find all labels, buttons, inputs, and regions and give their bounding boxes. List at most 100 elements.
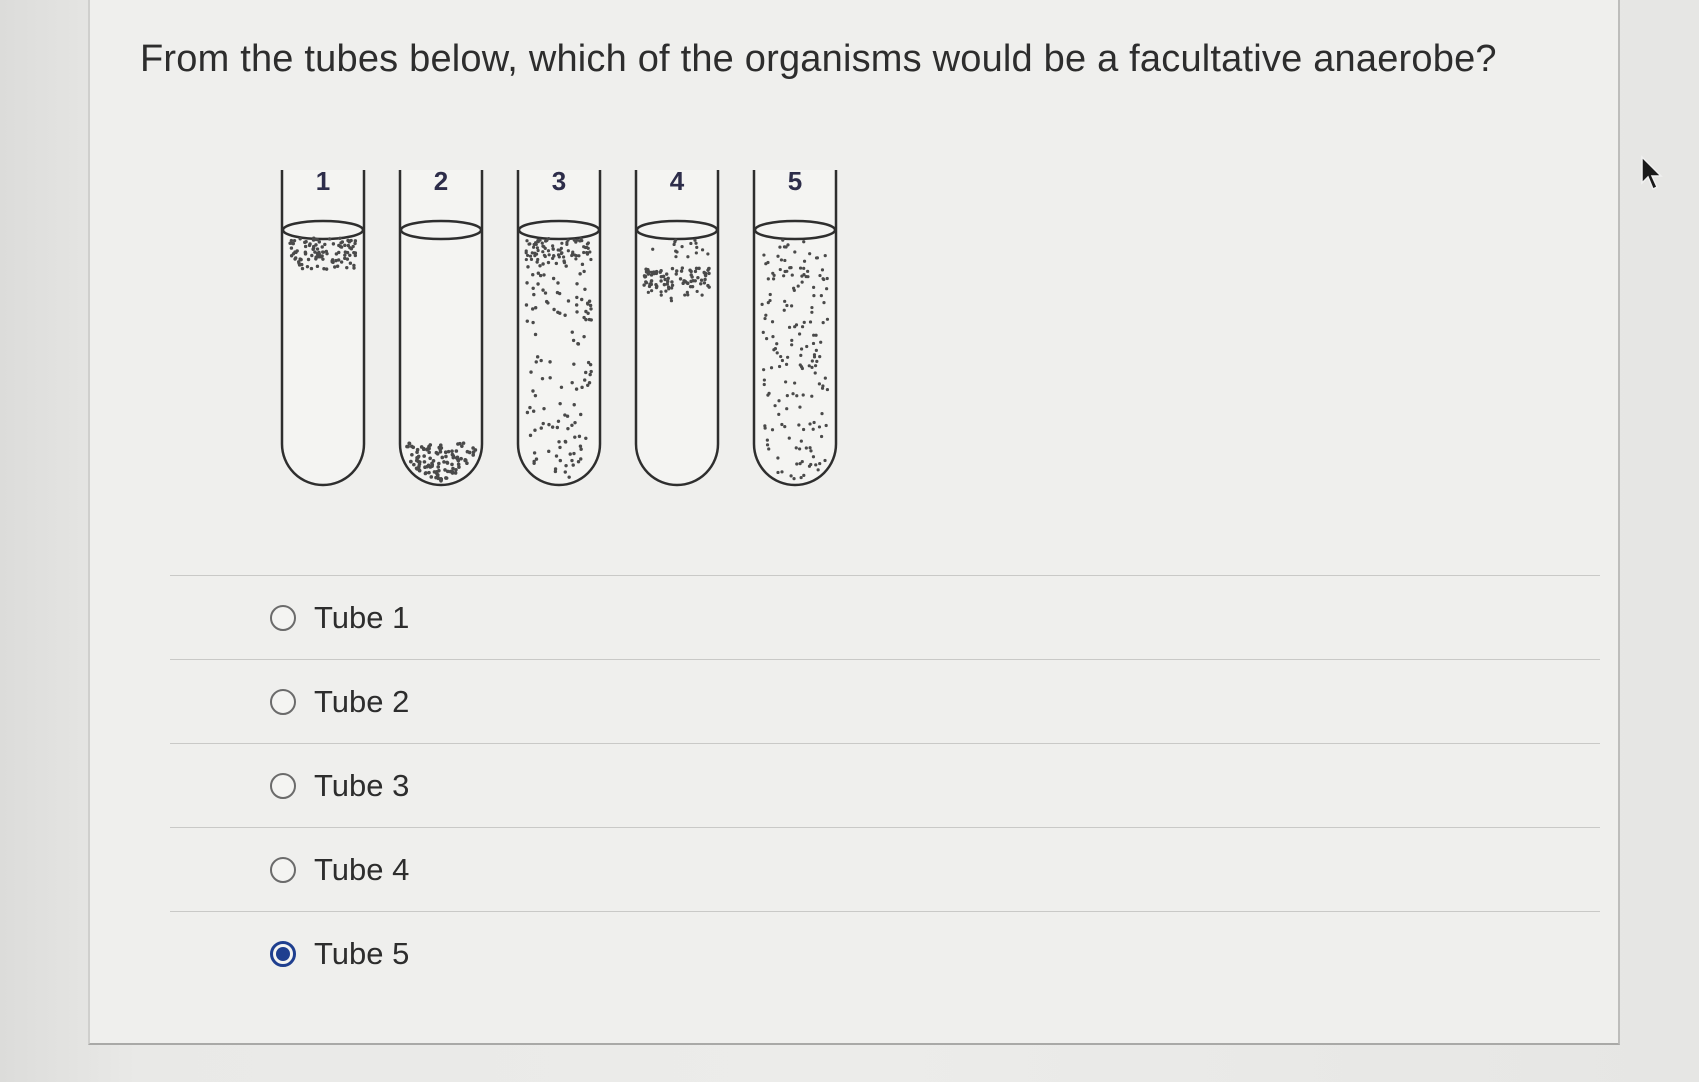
growth-dot xyxy=(540,241,544,245)
growth-dot xyxy=(411,445,416,450)
answer-option-tube-2[interactable]: Tube 2 xyxy=(170,659,1600,743)
growth-dot xyxy=(538,264,542,268)
growth-dot xyxy=(670,286,674,290)
growth-dot xyxy=(812,333,816,337)
growth-dot xyxy=(566,299,571,303)
growth-dot xyxy=(784,362,789,366)
growth-dot xyxy=(766,301,770,305)
growth-dot xyxy=(533,332,538,337)
answer-option-tube-4[interactable]: Tube 4 xyxy=(170,827,1600,911)
growth-dot xyxy=(785,394,789,398)
growth-dot xyxy=(292,238,297,243)
growth-dot xyxy=(694,251,698,255)
growth-dot xyxy=(814,348,818,352)
answer-option-tube-1[interactable]: Tube 1 xyxy=(170,575,1600,659)
radio-button-icon[interactable] xyxy=(270,604,296,631)
growth-dot xyxy=(810,365,814,369)
growth-dot xyxy=(819,340,823,344)
growth-dot xyxy=(564,264,568,268)
growth-dot xyxy=(467,450,472,455)
mouse-pointer-icon xyxy=(1641,155,1663,191)
growth-dot xyxy=(646,272,650,276)
growth-dot xyxy=(787,325,792,329)
growth-dot xyxy=(818,461,822,466)
growth-dot xyxy=(455,457,460,462)
answer-option-tube-3[interactable]: Tube 3 xyxy=(170,743,1600,827)
growth-dot xyxy=(289,238,294,243)
growth-dot xyxy=(793,250,797,254)
growth-dot xyxy=(539,358,543,363)
growth-dot xyxy=(347,240,352,244)
growth-dot xyxy=(567,475,571,479)
growth-dot xyxy=(531,245,536,249)
growth-dot xyxy=(582,269,586,274)
radio-button-icon[interactable] xyxy=(270,688,296,715)
growth-dot xyxy=(427,444,431,449)
growth-dot xyxy=(816,468,820,472)
growth-dot xyxy=(541,250,545,254)
growth-dot xyxy=(685,290,689,294)
growth-dot xyxy=(532,292,536,297)
radio-button-icon[interactable] xyxy=(270,772,296,799)
growth-dot xyxy=(802,240,806,244)
growth-dot xyxy=(534,360,538,364)
growth-dot xyxy=(694,241,698,245)
growth-dot xyxy=(772,348,776,352)
growth-dot xyxy=(547,253,551,257)
growth-dot xyxy=(410,452,414,457)
growth-dot xyxy=(546,249,551,253)
growth-dot xyxy=(463,458,467,463)
growth-dot xyxy=(528,433,533,438)
growth-dot xyxy=(563,470,567,474)
growth-dot xyxy=(790,273,794,277)
growth-dot xyxy=(762,382,766,387)
answer-option-tube-5[interactable]: Tube 5 xyxy=(170,911,1600,995)
growth-dot xyxy=(707,266,711,271)
growth-dot xyxy=(575,295,579,300)
radio-button-icon[interactable] xyxy=(270,856,296,883)
growth-dot xyxy=(761,330,765,334)
growth-dot xyxy=(524,303,529,307)
growth-dot xyxy=(548,360,552,364)
growth-dot xyxy=(776,456,780,460)
growth-dot xyxy=(293,256,298,260)
growth-dot xyxy=(300,262,304,267)
medium-surface xyxy=(753,219,837,241)
growth-dot xyxy=(543,291,548,295)
growth-dot xyxy=(696,275,700,280)
test-tube-5: 5 xyxy=(752,166,838,487)
growth-dot xyxy=(771,334,775,339)
growth-dot xyxy=(556,281,560,285)
growth-dot xyxy=(440,455,445,460)
radio-button-icon[interactable] xyxy=(270,940,296,967)
growth-dot xyxy=(812,420,816,425)
growth-dot xyxy=(554,261,559,266)
tube-outline xyxy=(280,170,366,487)
growth-dot xyxy=(541,244,545,248)
growth-dot xyxy=(348,261,353,265)
growth-dot xyxy=(434,475,438,480)
growth-dot xyxy=(536,257,540,262)
growth-dot xyxy=(566,249,570,253)
growth-dot xyxy=(772,273,776,277)
growth-dot xyxy=(422,460,427,464)
growth-dot xyxy=(322,267,326,271)
growth-dots xyxy=(760,238,830,481)
growth-dot xyxy=(531,409,536,413)
growth-dot xyxy=(406,444,410,449)
growth-dot xyxy=(580,297,584,302)
growth-dot xyxy=(315,247,320,251)
growth-dot xyxy=(659,290,663,294)
tube-number-label: 5 xyxy=(788,166,802,196)
growth-dot xyxy=(343,243,347,248)
growth-dot xyxy=(695,289,699,294)
growth-dot xyxy=(575,310,579,314)
growth-dot xyxy=(707,285,711,289)
growth-dot xyxy=(680,266,685,270)
growth-dot xyxy=(306,257,311,262)
growth-dot xyxy=(572,451,576,456)
growth-dot xyxy=(586,360,591,365)
growth-dots xyxy=(288,236,358,271)
growth-dot xyxy=(448,469,453,474)
answer-label: Tube 1 xyxy=(314,599,410,635)
